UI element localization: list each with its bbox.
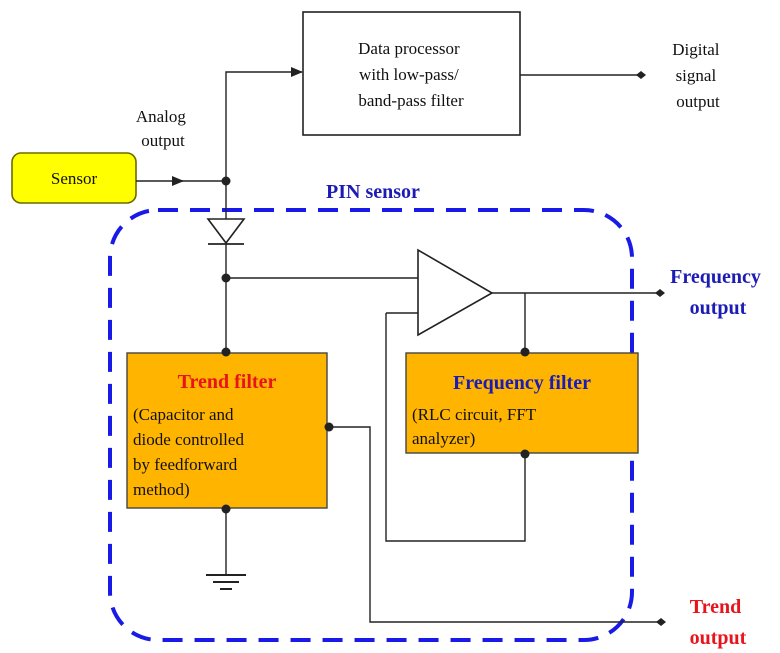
junction-dot-frequency-top	[520, 347, 530, 357]
digital-output-line-3: output	[676, 92, 720, 111]
analog-output-line-1: Analog	[136, 107, 187, 126]
trend-output-line-2: output	[690, 627, 747, 649]
digital-output-label: Digital signal output	[672, 40, 723, 111]
frequency-filter-description: (RLC circuit, FFT analyzer)	[412, 405, 540, 448]
processor-text: Data processor with low-pass/ band-pass …	[358, 39, 464, 110]
wire-feedback-loop	[385, 313, 526, 542]
trend-output-terminal	[656, 618, 666, 626]
processor-line-2: with low-pass/	[359, 65, 459, 84]
frequency-filter-block	[405, 352, 639, 454]
trend-filter-line-4: method)	[133, 480, 190, 499]
junction-dot-diode-node	[221, 273, 231, 283]
trend-output-line-1: Trend	[690, 596, 742, 618]
trend-filter-block	[126, 352, 328, 509]
trend-filter-line-3: by feedforward	[133, 455, 238, 474]
junction-dot-frequency-bottom	[520, 449, 530, 459]
wire-trend-filter-to-trend-output	[327, 426, 660, 623]
wire-junction-to-processor	[225, 67, 303, 181]
frequency-filter-line-1: (RLC circuit, FFT	[412, 405, 537, 424]
junction-dot-trend-right	[324, 422, 334, 432]
frequency-filter-title: Frequency filter	[453, 372, 591, 394]
ground-icon	[206, 574, 246, 590]
processor-line-3: band-pass filter	[358, 91, 464, 110]
processor-line-1: Data processor	[358, 39, 460, 58]
trend-output-label: Trend output	[690, 596, 747, 649]
sensor-label: Sensor	[51, 169, 98, 188]
data-processor-block	[302, 11, 521, 136]
digital-output-line-1: Digital	[672, 40, 719, 59]
junction-dot-trend-bottom	[221, 504, 231, 514]
digital-output-terminal	[636, 71, 646, 79]
trend-filter-line-2: diode controlled	[133, 430, 244, 449]
diode-icon	[206, 218, 246, 245]
digital-output-line-2: signal	[676, 66, 717, 85]
trend-filter-title: Trend filter	[178, 371, 277, 393]
pin-sensor-boundary	[108, 208, 634, 642]
trend-filter-description: (Capacitor and diode controlled by feedf…	[133, 405, 248, 499]
analog-output-line-2: output	[141, 131, 185, 150]
frequency-filter-line-2: analyzer)	[412, 429, 475, 448]
frequency-output-line-1: Frequency	[670, 266, 761, 288]
analog-output-label: Analog output	[136, 107, 190, 150]
trend-filter-line-1: (Capacitor and	[133, 405, 234, 424]
frequency-output-terminal	[655, 289, 665, 297]
sensor-block	[11, 152, 137, 204]
frequency-output-line-2: output	[690, 297, 747, 319]
junction-dot-trend-top	[221, 347, 231, 357]
pin-sensor-label: PIN sensor	[326, 181, 420, 203]
amplifier-icon	[417, 248, 494, 337]
frequency-output-label: Frequency output	[670, 266, 766, 319]
junction-dot-input	[221, 176, 231, 186]
